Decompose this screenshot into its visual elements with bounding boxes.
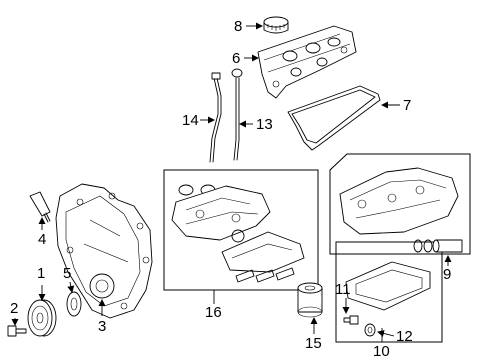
lower-oil-pan (345, 261, 431, 311)
callout-4: 4 (38, 231, 46, 248)
callout-12: 12 (396, 328, 413, 345)
callout-15: 15 (305, 335, 322, 352)
callout-1: 1 (37, 265, 45, 282)
crank-front-seal (66, 291, 82, 317)
callout-14: 14 (182, 112, 199, 129)
valve-cover (257, 25, 357, 99)
drain-bolt (343, 315, 359, 325)
dipstick-tube (209, 72, 222, 163)
engine-gasket-set (171, 184, 305, 283)
oil-pan-group-box (329, 153, 471, 255)
callout-9: 9 (443, 266, 451, 283)
sealant-tube (29, 191, 51, 223)
oil-filler-cap (263, 16, 289, 34)
callout-6: 6 (232, 50, 240, 67)
lower-oil-pan-group-box (335, 241, 443, 343)
leader-12 (377, 330, 395, 337)
callout-8: 8 (234, 18, 242, 35)
drain-washer (364, 323, 376, 337)
callout-7: 7 (403, 97, 411, 114)
callout-3: 3 (98, 318, 106, 335)
crankshaft-pulley (27, 299, 57, 337)
callout-5: 5 (63, 265, 71, 282)
timing-cover (55, 183, 153, 319)
valve-cover-gasket (287, 85, 381, 151)
callout-13: 13 (256, 116, 273, 133)
dipstick (231, 68, 243, 161)
callout-11: 11 (335, 281, 351, 298)
leader-5 (67, 281, 75, 293)
pulley-bolt (7, 325, 27, 337)
callout-16: 16 (205, 304, 222, 321)
callout-10: 10 (373, 343, 390, 360)
oil-filter (297, 282, 323, 318)
callout-2: 2 (10, 300, 18, 317)
upper-oil-pan (339, 167, 463, 253)
